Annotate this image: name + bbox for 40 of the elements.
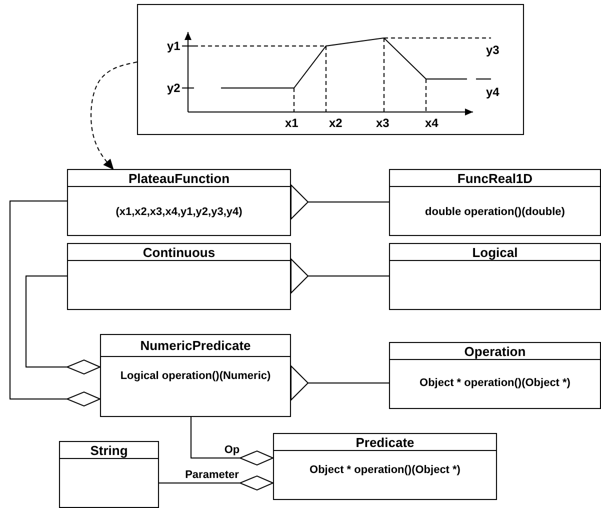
aggregation-line — [10, 200, 100, 406]
method-signature: Logical operation()(Numeric) — [120, 370, 271, 382]
generalization-line — [290, 258, 390, 294]
aggregation-line — [26, 276, 100, 374]
axis-label: x2 — [329, 116, 342, 130]
class-box — [389, 243, 601, 310]
dashed-arrow — [90, 62, 138, 170]
class-box — [67, 169, 291, 236]
role-label: Parameter — [184, 469, 240, 481]
class-name: PlateauFunction — [128, 170, 230, 186]
method-signature: double operation()(double) — [425, 206, 565, 218]
axis-label: x4 — [425, 116, 438, 130]
axis-label: y1 — [167, 39, 180, 53]
class-box — [100, 334, 291, 417]
class-box — [389, 169, 601, 236]
axis-label: y3 — [486, 43, 500, 57]
axis-label: x3 — [376, 116, 390, 130]
class-name: NumericPredicate — [140, 338, 251, 353]
generalization-line — [290, 184, 390, 220]
class-box — [389, 342, 601, 409]
generalization-line — [290, 366, 390, 400]
class-box — [59, 441, 159, 508]
method-signature: Object * operation()(Object *) — [420, 377, 570, 389]
axis-label: x1 — [285, 116, 298, 130]
class-name: String — [90, 442, 128, 458]
class-name: Operation — [464, 344, 526, 358]
axis-label: y4 — [486, 85, 500, 99]
aggregation-line — [158, 476, 274, 490]
aggregation-line — [190, 416, 274, 466]
class-box — [273, 433, 497, 500]
class-name: Predicate — [356, 434, 414, 450]
role-label: Op — [223, 444, 241, 456]
axis-label: y2 — [167, 81, 180, 95]
class-name: FuncReal1D — [457, 170, 533, 186]
plot-panel — [137, 4, 524, 135]
class-name: Logical — [472, 244, 518, 260]
method-signature: (x1,x2,x3,x4,y1,y2,y3,y4) — [116, 206, 242, 218]
method-signature: Object * operation()(Object *) — [310, 464, 460, 476]
class-box — [67, 243, 291, 310]
class-name: Continuous — [142, 244, 216, 260]
